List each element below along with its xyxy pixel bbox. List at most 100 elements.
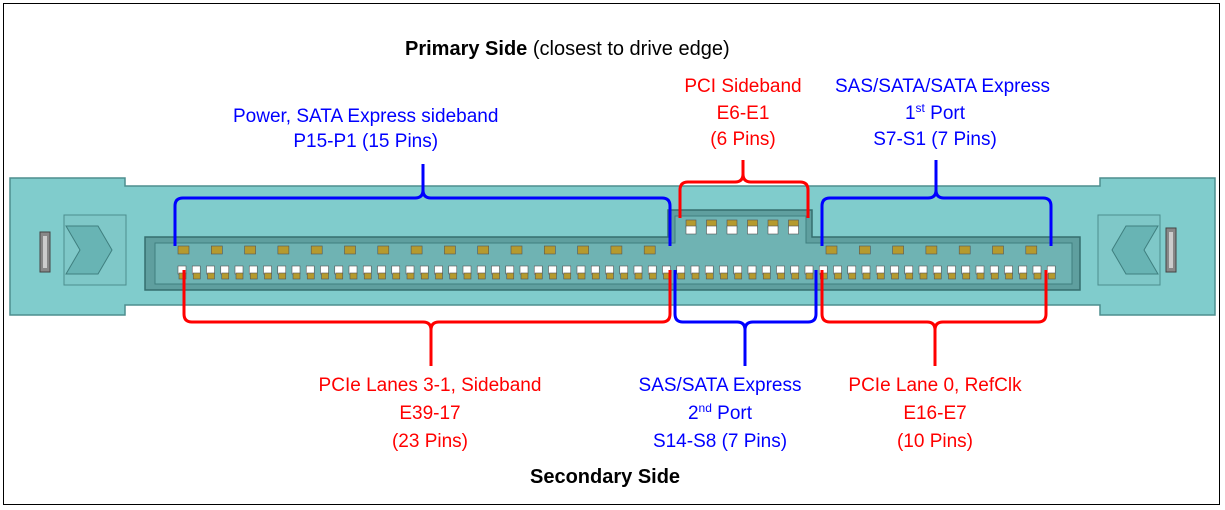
pin-secondary [420, 272, 429, 280]
pin-secondary [406, 272, 415, 280]
pin-secondary [492, 272, 500, 280]
pin-secondary [734, 272, 743, 280]
brace-pcie-lanes [182, 270, 672, 366]
label-pci-sideband-line3: (6 Pins) [710, 129, 776, 150]
pin-secondary [919, 272, 928, 280]
label-pcie-lane0: PCIe Lane 0, RefClk E16-E7 (10 Pins) [835, 375, 1035, 453]
pin-power [177, 245, 190, 255]
pin-secondary [235, 272, 244, 280]
pin-secondary [321, 272, 329, 280]
pin-secondary [762, 272, 771, 280]
pin-secondary [264, 272, 272, 280]
pin-power [643, 245, 656, 255]
pin-power [410, 245, 423, 255]
brace-pcie-lane0 [820, 270, 1048, 366]
pin-secondary [748, 272, 757, 280]
pin-secondary [862, 272, 871, 280]
pin-secondary [777, 272, 785, 280]
pin-secondary [392, 272, 401, 280]
pin-secondary [1033, 272, 1042, 280]
pin-port1 [992, 245, 1004, 255]
pin-secondary [591, 272, 600, 280]
pin-secondary [549, 272, 557, 280]
pin-secondary [691, 272, 700, 280]
label-port1: SAS/SATA/SATA Express 1st Port S7-S1 (7 … [835, 76, 1051, 151]
pin-secondary [791, 272, 800, 280]
label-port2-line2: 2nd Port [687, 401, 753, 424]
primary-side-title: Primary Side (closest to drive edge) [405, 38, 730, 60]
label-port2-line3: S14-S8 (7 Pins) [652, 431, 788, 452]
pin-port1 [1025, 245, 1038, 255]
label-port1-line2: 1st Port [904, 101, 966, 124]
pin-secondary [449, 272, 458, 280]
pin-secondary [905, 272, 914, 280]
pin-port1 [925, 245, 938, 255]
pin-port1 [892, 245, 904, 255]
pin-secondary [962, 272, 971, 280]
pin-secondary [976, 272, 985, 280]
pin-secondary [1047, 272, 1056, 280]
right-latch [1097, 214, 1177, 286]
pin-secondary [306, 272, 315, 280]
label-pci-sideband-line1: PCI Sideband [684, 76, 802, 97]
pin-secondary [221, 272, 230, 280]
pin-power [510, 245, 523, 255]
left-latch [39, 214, 127, 286]
pin-power [477, 245, 490, 255]
pin-power [310, 245, 323, 255]
primary-side-bold: Primary Side [405, 38, 528, 60]
pin-power [543, 245, 556, 255]
pin-power [211, 245, 223, 255]
pin-secondary [577, 272, 586, 280]
pin-secondary [477, 272, 486, 280]
brace-port1 [820, 160, 1053, 246]
pin-port1 [958, 245, 971, 255]
pin-secondary [933, 272, 942, 280]
pin-secondary [677, 272, 686, 280]
label-power-line1: Power, SATA Express sideband [233, 106, 499, 127]
pin-secondary [207, 272, 215, 280]
connector-body [9, 177, 1216, 316]
label-pci-sideband: PCI Sideband E6-E1 (6 Pins) [658, 76, 828, 151]
pin-secondary [876, 272, 885, 280]
label-port2: SAS/SATA Express 2nd Port S14-S8 (7 Pins… [610, 375, 830, 453]
brace-pci-sideband [678, 160, 810, 218]
pin-pci-sideband-face [685, 225, 697, 235]
pin-secondary [648, 272, 657, 280]
label-pcie-lane0-line3: (10 Pins) [896, 431, 974, 452]
pin-power [344, 245, 356, 255]
label-pci-sideband-line2: E6-E1 [716, 103, 770, 124]
label-pcie-lane0-line2: E16-E7 [903, 403, 967, 424]
pin-secondary [705, 272, 714, 280]
pin-secondary [563, 272, 572, 280]
pin-secondary [363, 272, 372, 280]
secondary-side-title: Secondary Side [530, 466, 681, 488]
pin-secondary [1005, 272, 1013, 280]
pin-power [377, 245, 390, 255]
pin-port1 [825, 245, 838, 255]
label-power: Power, SATA Express sideband P15-P1 (15 … [233, 106, 498, 153]
pin-secondary [378, 272, 386, 280]
pin-power [610, 245, 623, 255]
pin-pci-sideband-face [767, 225, 779, 235]
pin-pci-sideband-face [747, 225, 758, 235]
pin-power [444, 245, 456, 255]
pin-power [577, 245, 589, 255]
pin-secondary [606, 272, 614, 280]
pin-secondary [335, 272, 344, 280]
pin-secondary [292, 272, 301, 280]
label-port1-line1: SAS/SATA/SATA Express [835, 76, 1051, 97]
label-pcie-lanes: PCIe Lanes 3-1, Sideband E39-17 (23 Pins… [265, 375, 595, 453]
pin-secondary [848, 272, 857, 280]
pin-secondary [634, 272, 643, 280]
pin-secondary [463, 272, 472, 280]
label-pcie-lanes-line3: (23 Pins) [391, 431, 469, 452]
label-pcie-lane0-line1: PCIe Lane 0, RefClk [848, 375, 1022, 396]
label-power-line2: P15-P1 (15 Pins) [293, 131, 439, 152]
primary-side-note: (closest to drive edge) [527, 38, 730, 60]
pin-secondary [506, 272, 515, 280]
secondary-pins [177, 265, 1056, 280]
pin-secondary [349, 272, 358, 280]
primary-pins [177, 219, 1038, 255]
